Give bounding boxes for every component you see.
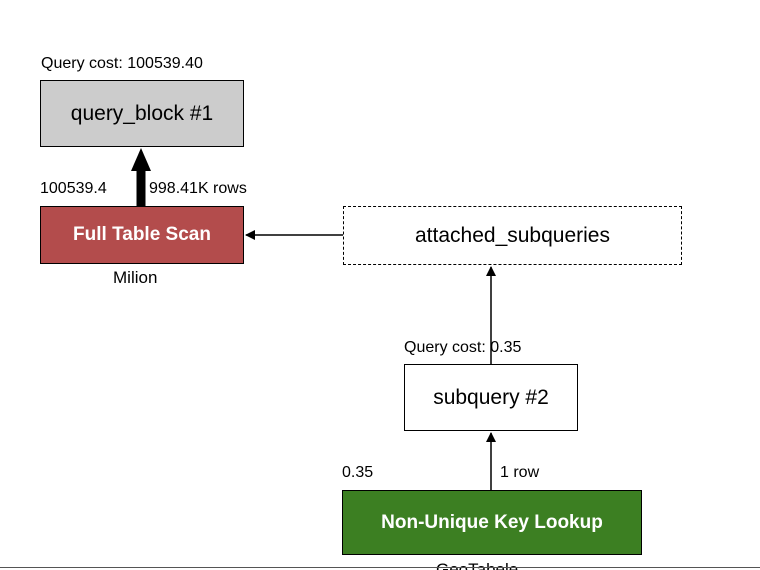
full-table-scan-label: Full Table Scan [73,224,211,245]
non-unique-key-lookup-cost: 0.35 [342,464,374,481]
non-unique-key-lookup-label: Non-Unique Key Lookup [381,511,603,533]
attached-subqueries-label: attached_subqueries [415,223,610,247]
full-table-scan-node[interactable]: Full Table Scan [40,206,244,264]
non-unique-key-lookup-node[interactable]: Non-Unique Key Lookup [342,490,642,555]
query-block-1-node[interactable]: query_block #1 [40,80,244,147]
full-table-scan-rows: 998.41K rows [149,180,247,197]
query-block-1-label: query_block #1 [70,101,214,125]
non-unique-key-lookup-table-name: GeoTabele [436,560,519,570]
edge-fts-to-query-block-arrowhead [131,148,151,171]
attached-subqueries-node[interactable]: attached_subqueries [343,206,682,265]
subquery-2-node[interactable]: subquery #2 [404,364,578,431]
subquery-2-label: subquery #2 [433,385,549,409]
query-block-1-cost-label: Query cost: 100539.40 [41,55,203,72]
subquery-2-cost-label: Query cost: 0.35 [404,339,522,356]
non-unique-key-lookup-rows: 1 row [500,464,540,481]
full-table-scan-table-name: Milion [113,268,158,287]
full-table-scan-cost: 100539.4 [40,180,107,197]
viewport-bottom-border [0,567,760,568]
